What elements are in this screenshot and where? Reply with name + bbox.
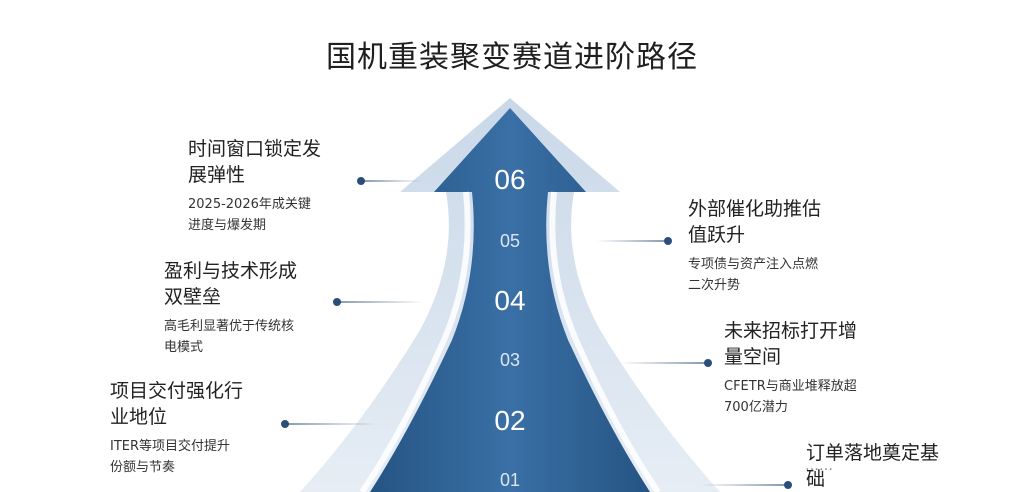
milestone-desc-line1: 高毛利显著优于传统核 <box>164 319 295 334</box>
milestone-desc-line2: 二次升势 <box>688 278 741 293</box>
milestone-04: 盈利与技术形成 双壁垒 高毛利显著优于传统核 电模式 <box>164 258 339 358</box>
arrow-body <box>370 108 650 492</box>
milestone-desc: 高毛利显著优于传统核 电模式 <box>164 316 339 358</box>
step-02: 02 <box>494 405 526 436</box>
step-06: 06 <box>494 164 526 195</box>
watermark: …… <box>805 458 833 474</box>
connector-line-06 <box>362 180 422 182</box>
milestone-heading-line2: 值跃升 <box>688 224 746 246</box>
arrow-edge-left <box>359 191 471 492</box>
milestone-heading-line2: 业地位 <box>110 406 168 428</box>
milestone-05: 外部催化助推估 值跃升 专项债与资产注入点燃 二次升势 <box>688 196 878 296</box>
connector-dot-03 <box>704 359 712 367</box>
milestone-desc-line2: 份额与节奏 <box>110 460 176 475</box>
connector-line-04 <box>338 301 424 303</box>
milestone-desc: 2025-2026年成关键 进度与爆发期 <box>188 194 358 236</box>
step-03: 03 <box>499 350 521 370</box>
milestone-heading-line1: 外部催化助推估 <box>688 198 822 220</box>
milestone-desc-line2: 700亿潜力 <box>724 400 788 415</box>
milestone-heading-line2: 双壁垒 <box>164 286 222 308</box>
milestone-heading-line1: 未来招标打开增 <box>724 320 858 342</box>
milestone-desc-line1: CFETR与商业堆释放超 <box>724 379 857 394</box>
milestone-03: 未来招标打开增 量空间 CFETR与商业堆释放超 700亿潜力 <box>724 318 904 418</box>
milestone-desc-line1: ITER等项目交付提升 <box>110 439 231 454</box>
connector-dot-02 <box>281 420 289 428</box>
milestone-desc: CFETR与商业堆释放超 700亿潜力 <box>724 376 904 418</box>
milestone-desc-line2: 进度与爆发期 <box>188 218 267 233</box>
milestone-desc-line1: 2025-2026年成关键 <box>188 197 311 212</box>
connector-line-03 <box>620 362 706 364</box>
step-04: 04 <box>494 285 526 316</box>
connector-line-05 <box>596 240 666 242</box>
milestone-desc-line2: 电模式 <box>164 340 204 355</box>
step-05: 05 <box>499 231 521 251</box>
connector-line-02 <box>286 423 378 425</box>
milestone-02: 项目交付强化行 业地位 ITER等项目交付提升 份额与节奏 <box>110 378 290 478</box>
connector-dot-04 <box>333 298 341 306</box>
milestone-desc: ITER等项目交付提升 份额与节奏 <box>110 436 290 478</box>
page-title: 国机重装聚变赛道进阶路径 <box>326 40 698 75</box>
milestone-heading-line2: 展弹性 <box>188 164 246 186</box>
milestone-06: 时间窗口锁定发 展弹性 2025-2026年成关键 进度与爆发期 <box>188 136 358 236</box>
milestone-heading-line2: 量空间 <box>724 346 782 368</box>
connector-dot-05 <box>664 237 672 245</box>
milestone-desc-line1: 专项债与资产注入点燃 <box>688 257 819 272</box>
arrow-edge-right <box>549 191 661 492</box>
milestone-heading-line2: 础 <box>806 468 826 490</box>
milestone-01: 订单落地奠定基 础 <box>806 440 976 492</box>
milestone-heading-line1: 时间窗口锁定发 <box>188 138 322 160</box>
connector-line-01 <box>700 484 786 486</box>
milestone-heading-line1: 盈利与技术形成 <box>164 260 298 282</box>
step-01: 01 <box>499 470 521 490</box>
milestone-heading-line1: 订单落地奠定基 <box>806 442 940 464</box>
milestone-heading-line1: 项目交付强化行 <box>110 380 244 402</box>
milestone-desc: 专项债与资产注入点燃 二次升势 <box>688 254 878 296</box>
connector-dot-01 <box>784 481 792 489</box>
connector-dot-06 <box>357 177 365 185</box>
